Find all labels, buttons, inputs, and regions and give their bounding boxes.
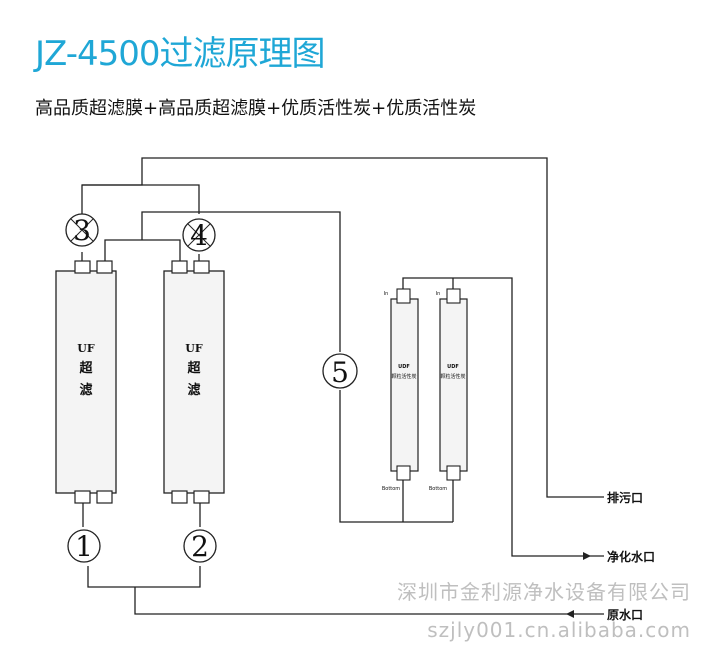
carbon-filter-2-bottom-port: [446, 465, 461, 481]
uf-filter-1-body: [55, 270, 117, 494]
uf-filter-1-bottom-port-left: [74, 490, 91, 504]
purified-outlet-label: 净化水口: [607, 549, 655, 564]
valve-3-cross: [70, 218, 94, 242]
carbon-filter-2-body: [439, 298, 468, 472]
pipe-carbon-top: [402, 277, 604, 557]
uf-filter-2-char2: 滤: [187, 382, 200, 398]
valve-2: 2: [183, 529, 217, 563]
uf-filter-2-bottom-port-right: [193, 490, 210, 504]
raw-water-inlet-label: 原水口: [607, 607, 643, 622]
valve-4: 4: [182, 218, 216, 252]
valve-3: 3: [65, 213, 99, 247]
uf-filter-2-bottom-port-left: [171, 490, 188, 504]
carbon-filter-2: In UDF 颗粒活性炭 Bottom: [429, 288, 468, 492]
carbon-filter-1-in-label: In: [384, 291, 389, 297]
uf-filter-2-top-port-right: [193, 260, 210, 274]
carbon-filter-2-in-label: In: [436, 291, 441, 297]
carbon-filter-2-top-port: [446, 288, 461, 304]
carbon-filter-1: In UDF 颗粒活性炭 Bottom: [382, 288, 419, 492]
uf-filter-1-label: UF: [77, 342, 95, 355]
carbon-filter-1-bottom-label: Bottom: [382, 486, 400, 492]
uf-filter-1-bottom-port-right: [96, 490, 113, 504]
uf-filter-2-label: UF: [185, 342, 203, 355]
carbon-filter-2-name: UDF: [447, 364, 459, 370]
uf-filter-1-char2: 滤: [79, 382, 92, 398]
valve-2-circle: [183, 529, 217, 563]
valve-1-number: 1: [75, 530, 93, 563]
uf-filter-2: UF 超 滤: [163, 260, 225, 504]
uf-filter-2-top-port-left: [171, 260, 188, 274]
uf-filter-1-char1: 超: [79, 360, 93, 376]
carbon-filter-1-name: UDF: [398, 364, 410, 370]
carbon-filter-2-desc: 颗粒活性炭: [440, 373, 465, 380]
flow-arrows: [566, 552, 591, 618]
pipe-uf1-to-uf2-top: [104, 239, 181, 262]
uf-filter-2-body: [163, 270, 225, 494]
valve-5-circle: [322, 353, 358, 389]
valve-1-circle: [67, 529, 101, 563]
pipe-lines: [81, 157, 604, 615]
uf-filter-1: UF 超 滤: [55, 260, 117, 504]
pipe-loop-to-valve5: [141, 211, 341, 352]
valve-2-number: 2: [191, 530, 209, 563]
valve-4-cross: [187, 223, 211, 247]
uf-filter-1-top-port-right: [96, 260, 113, 274]
valve-3-number: 3: [73, 214, 91, 247]
diagram-title: JZ-4500过滤原理图: [35, 34, 326, 74]
pipe-valve5-down: [339, 390, 453, 523]
purified-arrow-icon: [583, 552, 591, 560]
watermark-site: szjly001.cn.alibaba.com: [427, 618, 691, 642]
carbon-filter-1-bottom-port: [396, 465, 411, 481]
valve-5: 5: [322, 353, 358, 389]
carbon-filter-1-top-port: [396, 288, 411, 304]
uf-filter-2-char1: 超: [187, 360, 201, 376]
pipe-valve3-to-drain: [81, 157, 604, 498]
uf-filter-1-top-port-left: [74, 260, 91, 274]
pipe-valve1-valve2-bottom: [87, 566, 201, 588]
watermark-company: 深圳市金利源净水设备有限公司: [397, 580, 691, 604]
carbon-filter-1-body: [390, 298, 419, 472]
carbon-filter-1-desc: 颗粒活性炭: [391, 373, 416, 380]
valve-5-number: 5: [331, 356, 349, 389]
drain-outlet-label: 排污口: [607, 490, 643, 505]
valve-4-number: 4: [190, 219, 208, 252]
raw-water-arrow-icon: [566, 610, 574, 618]
valve-1: 1: [67, 529, 101, 563]
pipe-raw-water-in: [134, 587, 604, 615]
pipe-valve3-to-valve4: [82, 184, 200, 214]
carbon-filter-2-bottom-label: Bottom: [429, 486, 447, 492]
diagram-subtitle: 高品质超滤膜+高品质超滤膜+优质活性炭+优质活性炭: [35, 98, 477, 119]
